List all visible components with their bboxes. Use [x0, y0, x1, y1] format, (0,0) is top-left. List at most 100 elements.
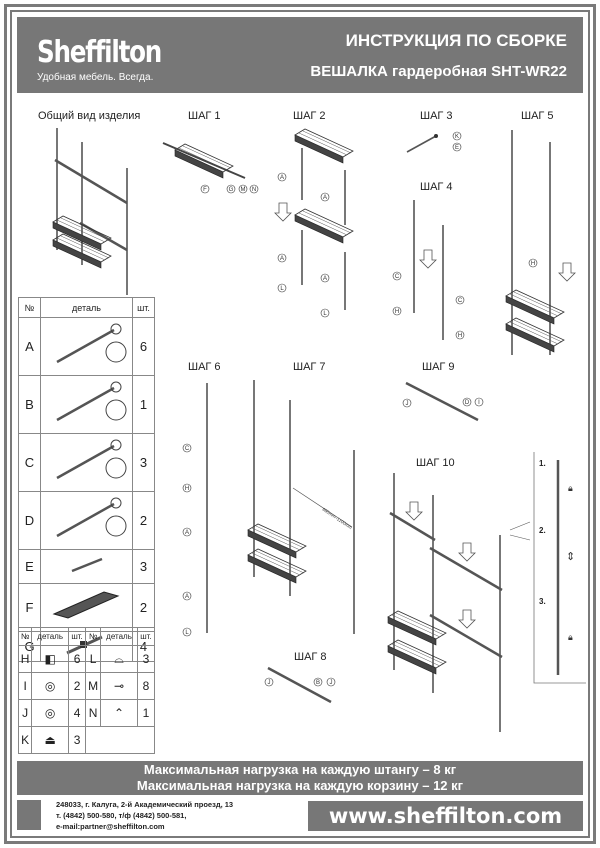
part-qty: 4 — [67, 699, 87, 727]
svg-text:A: A — [323, 276, 327, 282]
col-header-qty: шт. — [67, 627, 87, 646]
company-contacts: 248033, г. Калуга, 2-й Академический про… — [56, 799, 233, 832]
part-id: L — [85, 645, 102, 673]
part-id: M — [85, 672, 102, 700]
empty-cell — [85, 726, 155, 754]
part-id: D — [18, 491, 41, 550]
part-id: A — [18, 317, 41, 376]
svg-text:H: H — [458, 333, 462, 339]
overview-diagram — [52, 128, 128, 295]
step-4-callouts: C H C H — [392, 271, 465, 340]
part-qty: 6 — [67, 645, 87, 673]
svg-text:L: L — [323, 311, 327, 317]
table-row: I ◎ 2 M ⊸ 8 — [17, 672, 156, 700]
step-10-diagram — [387, 473, 531, 732]
part-qty: 8 — [136, 672, 156, 700]
step-1-callouts: F G M N — [200, 184, 259, 194]
svg-text:A: A — [280, 256, 284, 262]
part-illustration-rod — [40, 433, 133, 492]
svg-text:C: C — [185, 446, 190, 452]
part-qty: 3 — [132, 549, 155, 584]
part-qty: 3 — [132, 433, 155, 492]
table-row: B 1 — [18, 375, 155, 434]
svg-text:E: E — [455, 145, 459, 151]
small-parts-table: № деталь шт. № деталь шт. H ◧ 6 L ⌓ 3 I … — [17, 627, 156, 754]
svg-text:L: L — [185, 630, 189, 636]
col-header-number: № — [85, 627, 102, 646]
header-banner: Sheffilton Удобная мебель. Всегда. ИНСТР… — [17, 17, 583, 93]
part-illustration-foot: ⏏ — [31, 726, 69, 754]
svg-text:A: A — [323, 195, 327, 201]
max-load-rod: Максимальная нагрузка на каждую штангу –… — [143, 762, 457, 777]
step-7-dimension: 690mm–1100mm — [321, 507, 353, 531]
part-qty: 3 — [67, 726, 87, 754]
table-row: A 6 — [18, 317, 155, 376]
svg-text:M: M — [241, 187, 246, 193]
step-10-substep-3: 3. — [539, 597, 546, 606]
part-id: K — [17, 726, 33, 754]
svg-text:I: I — [478, 400, 480, 406]
svg-text:H: H — [395, 309, 399, 315]
svg-text:G: G — [229, 187, 234, 193]
page-frame-outer — [4, 4, 596, 844]
svg-text:C: C — [395, 274, 400, 280]
part-qty: 2 — [67, 672, 87, 700]
svg-text:D: D — [465, 400, 470, 406]
step-2-label: ШАГ 2 — [293, 110, 326, 122]
part-qty: 2 — [132, 583, 155, 632]
part-id: H — [17, 645, 33, 673]
company-phones: т. (4842) 500-580, т/ф (4842) 500-581, — [56, 811, 187, 820]
part-id: F — [18, 583, 41, 632]
brand-logo: Sheffilton — [37, 35, 162, 70]
brand-tagline: Удобная мебель. Всегда. — [37, 72, 154, 83]
step-2-callouts: A A A A L L — [277, 172, 330, 318]
svg-text:N: N — [252, 187, 256, 193]
part-illustration-basket — [40, 583, 133, 632]
step-4-label: ШАГ 4 — [420, 181, 453, 193]
part-illustration-screw: ⊸ — [100, 672, 138, 700]
step-5-diagram — [505, 130, 576, 355]
step-2-diagram — [274, 128, 354, 310]
step-7-diagram — [247, 380, 355, 634]
part-qty: 1 — [136, 699, 156, 727]
step-6-callouts: C H A A L — [182, 443, 192, 637]
table-row: D 2 — [18, 491, 155, 550]
step-10-detail-panel — [533, 452, 586, 684]
part-illustration-rod — [40, 375, 133, 434]
part-qty: 6 — [132, 317, 155, 376]
max-load-basket: Максимальная нагрузка на каждую корзину … — [136, 778, 464, 793]
svg-text:J: J — [330, 680, 333, 686]
parts-table: № деталь шт. A 6 B 1 C 3 D 2 E 3 F 2 G 4 — [18, 297, 155, 662]
step-9-label: ШАГ 9 — [422, 361, 455, 373]
part-id: E — [18, 549, 41, 584]
svg-text:A: A — [185, 594, 189, 600]
lock-icon: 🔒︎ — [568, 483, 573, 493]
step-1-label: ШАГ 1 — [188, 110, 221, 122]
part-illustration-clamp: ◧ — [31, 645, 69, 673]
overview-label: Общий вид изделия — [38, 110, 141, 122]
svg-text:B: B — [316, 680, 320, 686]
part-illustration-rod — [40, 317, 133, 376]
page-frame-inner — [10, 10, 590, 838]
company-address: 248033, г. Калуга, 2-й Академический про… — [56, 800, 234, 809]
part-id: N — [85, 699, 102, 727]
part-illustration-hex-key: ⌃ — [100, 699, 138, 727]
extend-arrow-icon: ⇕ — [566, 551, 575, 563]
step-7-label: ШАГ 7 — [293, 361, 326, 373]
col-header-qty: шт. — [136, 627, 156, 646]
part-illustration-cap: ⌓ — [100, 645, 138, 673]
company-email[interactable]: e-mail:partner@sheffilton.com — [56, 822, 165, 831]
part-qty: 3 — [136, 645, 156, 673]
step-10-substep-1: 1. — [539, 459, 546, 468]
col-header-qty: шт. — [132, 297, 155, 318]
website-link[interactable]: www.sheffilton.com — [308, 801, 583, 831]
step-3-label: ШАГ 3 — [420, 110, 453, 122]
part-qty: 1 — [132, 375, 155, 434]
col-header-number: № — [18, 297, 41, 318]
step-8-diagram: J B J — [264, 666, 336, 704]
step-5-callouts: H — [528, 258, 538, 268]
part-illustration-end-plug: ◎ — [31, 672, 69, 700]
step-8-label: ШАГ 8 — [294, 651, 327, 663]
svg-text:L: L — [280, 286, 284, 292]
svg-text:C: C — [458, 298, 463, 304]
